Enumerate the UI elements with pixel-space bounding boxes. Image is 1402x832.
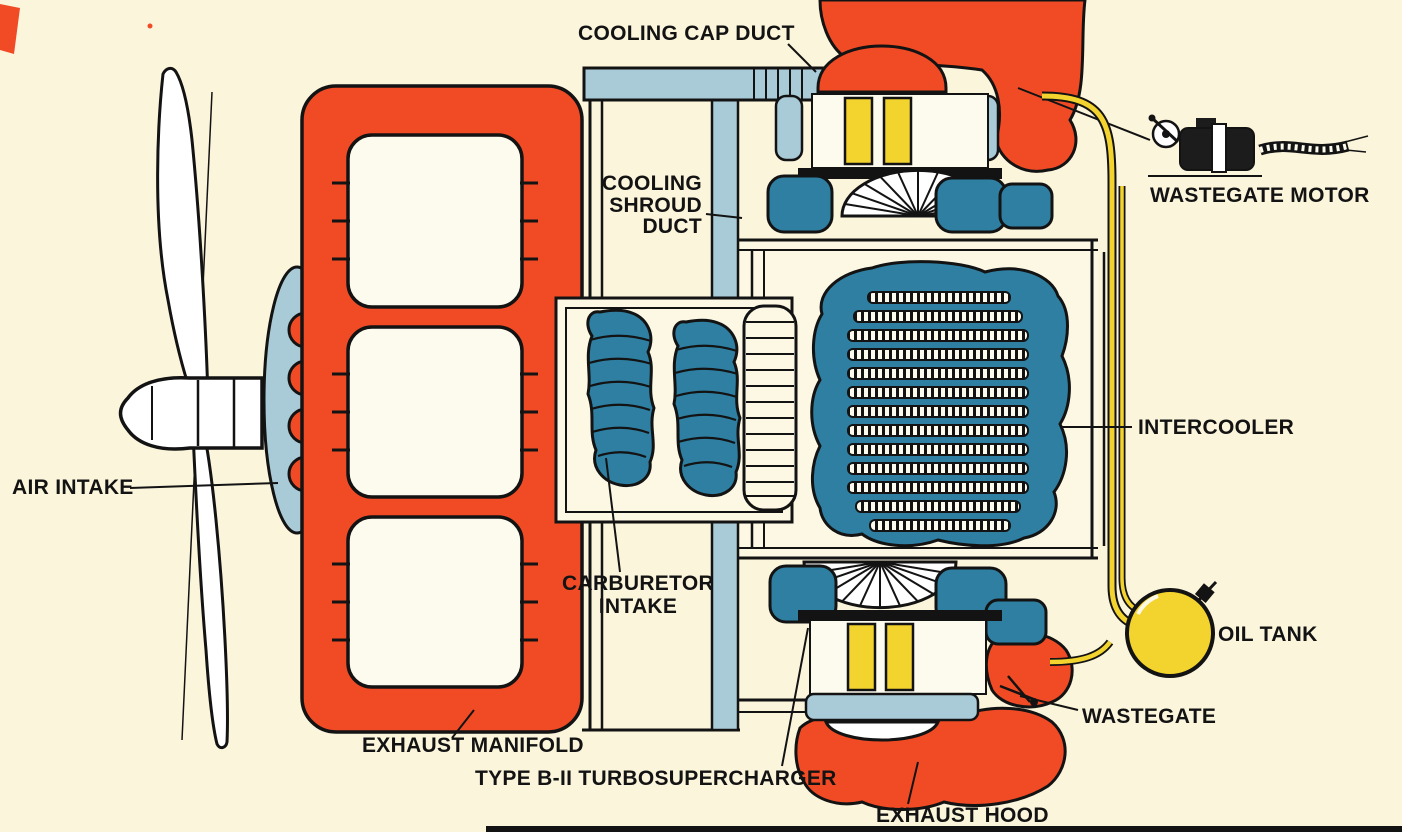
label-carburetor-intake-line1: CARBURETOR	[562, 572, 714, 595]
leader-wastegate	[1019, 695, 1079, 711]
oil-pipes	[1041, 91, 1144, 666]
leader-cooling-shroud-duct	[705, 213, 743, 219]
engine-cylinder	[332, 133, 538, 309]
cap-duct-side-left	[774, 94, 804, 162]
propeller-blade-upper	[156, 66, 210, 404]
leader-carburetor-intake	[605, 457, 621, 573]
leader-air-intake	[129, 482, 279, 489]
cooling-cap-duct	[582, 66, 840, 102]
wastegate-motor	[1148, 114, 1369, 177]
flexible-duct	[742, 304, 798, 512]
label-wastegate-motor: WASTEGATE MOTOR	[1150, 184, 1370, 207]
nozzle-box-right	[882, 96, 913, 166]
label-cooling-shroud-duct-line3: DUCT	[642, 215, 702, 238]
wastegate-linkage	[1017, 87, 1151, 141]
compressor-volute	[934, 176, 1008, 234]
turbosupercharger-bottom	[738, 562, 1074, 811]
carburetor-intake-duct	[672, 318, 742, 498]
scan-artifact	[0, 4, 20, 54]
intercooler	[810, 260, 1071, 548]
nozzle-box-right	[884, 622, 915, 692]
bottom-cap-dome	[823, 720, 941, 742]
compressor-volute	[766, 174, 834, 234]
engine-cylinder	[332, 325, 538, 499]
nozzle-box-left	[846, 622, 877, 692]
leader-exhaust-hood	[907, 761, 919, 805]
label-cooling-cap-duct: COOLING CAP DUCT	[578, 22, 795, 45]
label-intercooler: INTERCOOLER	[1138, 416, 1294, 439]
propeller-hub	[118, 375, 264, 451]
turbosupercharger-top	[766, 93, 1054, 234]
carburetor-intake-duct	[586, 308, 656, 488]
compressor-volute	[984, 598, 1048, 646]
label-exhaust-hood: EXHAUST HOOD	[876, 804, 1049, 827]
leader-lines	[129, 43, 1132, 805]
label-air-intake: AIR INTAKE	[12, 476, 134, 499]
compressor-volute	[768, 564, 838, 624]
page-edge-line	[486, 826, 1402, 832]
label-cooling-shroud-duct-line2: SHROUD	[609, 194, 702, 217]
engine-cylinder	[332, 515, 538, 689]
leader-exhaust-manifold	[451, 709, 475, 739]
label-cooling-shroud-duct-line1: COOLING	[602, 172, 702, 195]
bottom-cooling-cap	[804, 692, 980, 722]
propeller-blade-lower	[191, 425, 229, 750]
leader-turbosupercharger	[781, 627, 809, 767]
label-wastegate: WASTEGATE	[1082, 705, 1216, 728]
turbine-cooling-cap	[816, 44, 948, 94]
label-exhaust-manifold: EXHAUST MANIFOLD	[362, 734, 584, 757]
nozzle-box-left	[843, 96, 874, 166]
oil-tank	[1125, 580, 1218, 678]
label-turbosupercharger: TYPE B-II TURBOSUPERCHARGER	[475, 767, 837, 790]
intercooler-core	[847, 291, 1029, 532]
scan-dot	[147, 23, 153, 29]
leader-cooling-cap-duct	[787, 43, 817, 73]
label-oil-tank: OIL TANK	[1218, 623, 1318, 646]
compressor-volute	[998, 182, 1054, 230]
label-carburetor-intake-line2: INTAKE	[599, 595, 677, 618]
